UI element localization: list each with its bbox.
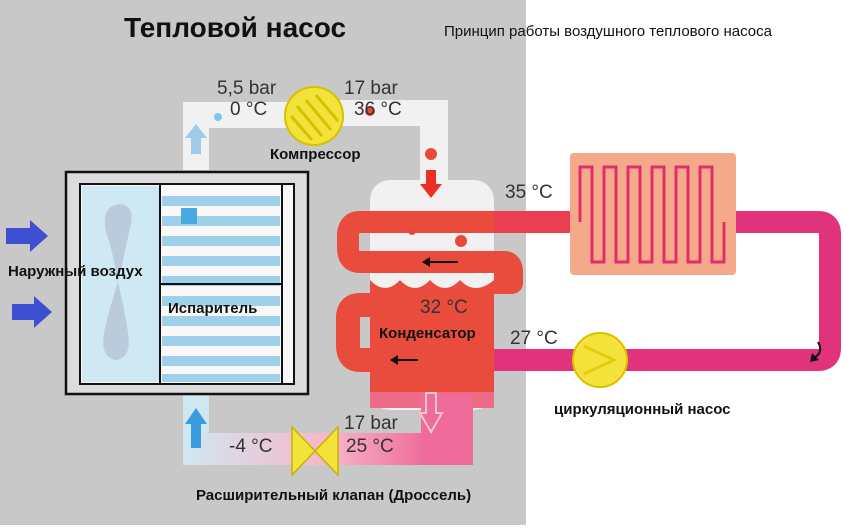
temp-before-valve-label: 25 °C [346,436,394,457]
air-flow-arrow-icon [6,220,52,328]
temp-comp-out-label: 36 °C [354,99,402,120]
refrigerant-droplets [214,106,467,247]
temp-return-label: 27 °C [510,328,558,349]
temp-condenser-label: 32 °C [420,297,468,318]
radiator [570,153,736,275]
pump-label: циркуляционный насос [554,401,731,418]
water-loop [494,211,841,371]
compressor-icon [284,86,344,146]
condenser [336,180,523,410]
fan-icon [103,204,132,360]
flow-arrow-icon [185,124,822,448]
subtitle: Принцип работы воздушного теплового насо… [444,23,772,40]
compressor-label: Компрессор [270,146,361,163]
temp-after-valve-label: -4 °C [229,436,273,457]
pressure-high-top-label: 17 bar [344,78,398,99]
pump-icon [572,332,628,388]
temp-supply-label: 35 °C [505,182,553,203]
outside-air-label: Наружный воздух [8,263,143,280]
pressure-high-bottom-label: 17 bar [344,413,398,434]
expansion-valve-icon [291,425,339,477]
pressure-low-label: 5,5 bar [217,78,277,99]
page-title: Тепловой насос [124,12,347,43]
evaporator [64,170,310,396]
condenser-label: Конденсатор [379,325,476,342]
evaporator-label: Испаритель [168,300,258,317]
temp-evap-out-label: 0 °C [230,99,268,120]
valve-label: Расширительный клапан (Дроссель) [196,487,472,504]
